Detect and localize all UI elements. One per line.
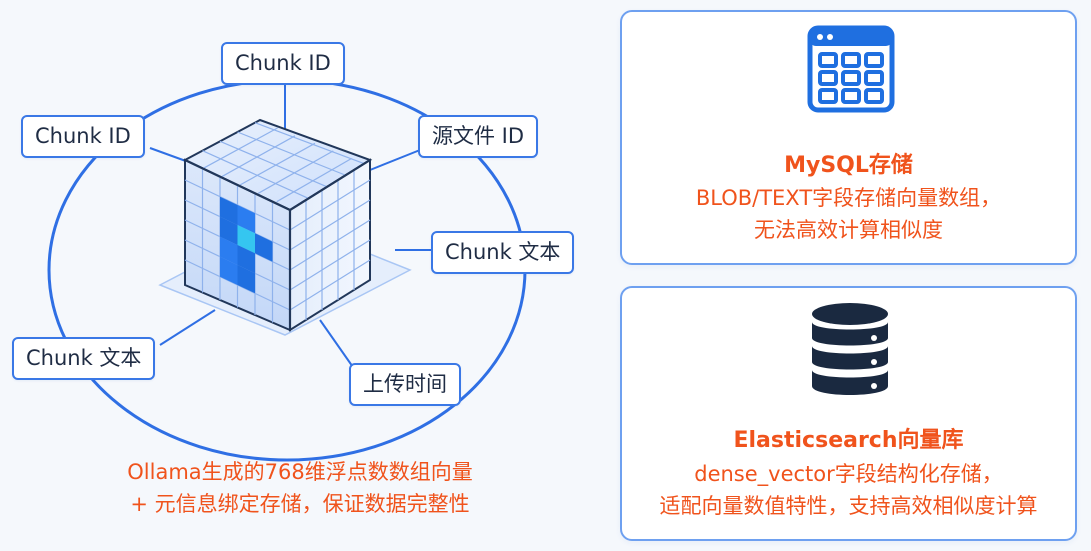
label-chunk-id-left: Chunk ID <box>21 115 145 158</box>
caption-line-1: Ollama生成的768维浮点数数组向量 <box>127 460 473 484</box>
database-icon <box>812 303 888 395</box>
mysql-description: BLOB/TEXT字段存储向量数组， 无法高效计算相似度 <box>622 182 1075 246</box>
mysql-desc-line-1: BLOB/TEXT字段存储向量数组， <box>695 186 1002 210</box>
vector-caption: Ollama生成的768维浮点数数组向量 + 元信息绑定存储，保证数据完整性 <box>40 456 560 520</box>
vector-cube-icon <box>182 118 373 332</box>
elasticsearch-description: dense_vector字段结构化存储， 适配向量数值特性，支持高效相似度计算 <box>622 458 1075 522</box>
mysql-desc-line-2: 无法高效计算相似度 <box>754 218 943 242</box>
vector-record-diagram: Chunk ID Chunk ID 源文件 ID Chunk 文本 Chunk … <box>12 42 575 520</box>
label-chunk-id-top: Chunk ID <box>221 42 345 85</box>
elasticsearch-storage-card: Elasticsearch向量库 dense_vector字段结构化存储， 适配… <box>620 286 1077 541</box>
highlighted-vector-column <box>220 196 273 294</box>
mysql-title: MySQL存储 <box>784 153 913 178</box>
elasticsearch-desc-line-1: dense_vector字段结构化存储， <box>694 462 1003 486</box>
label-upload-time: 上传时间 <box>349 363 461 406</box>
label-chunk-text-left: Chunk 文本 <box>12 337 156 380</box>
mysql-storage-card: MySQL存储 BLOB/TEXT字段存储向量数组， 无法高效计算相似度 <box>620 10 1077 265</box>
table-grid-icon <box>807 25 895 113</box>
elasticsearch-title: Elasticsearch向量库 <box>733 428 964 453</box>
label-chunk-text-right: Chunk 文本 <box>431 231 575 274</box>
label-source-file-id: 源文件 ID <box>418 115 539 158</box>
elasticsearch-desc-line-2: 适配向量数值特性，支持高效相似度计算 <box>659 494 1038 518</box>
caption-line-2: + 元信息绑定存储，保证数据完整性 <box>130 492 470 516</box>
diagram-graphics <box>47 78 527 462</box>
